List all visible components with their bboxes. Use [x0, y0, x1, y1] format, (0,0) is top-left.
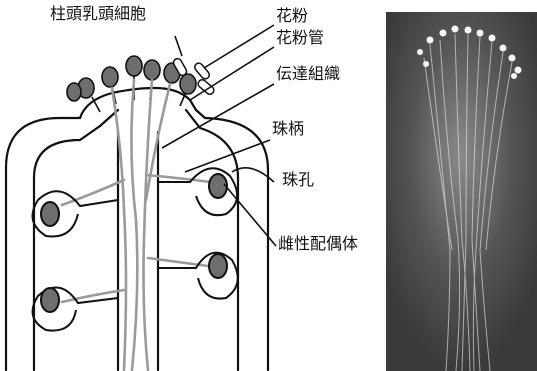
- pollen-tubes: [62, 80, 210, 370]
- leader-lines: [162, 25, 276, 246]
- ovule-right-lower: [158, 253, 238, 299]
- label-female-gametophyte: 雌性配偶体: [278, 236, 358, 252]
- label-pollen: 花粉: [276, 8, 308, 24]
- label-pollen-tube: 花粉管: [276, 30, 324, 46]
- label-funiculus: 珠柄: [272, 121, 304, 137]
- label-transmitting-tissue: 伝達組織: [276, 66, 340, 82]
- label-stigma-papilla: 柱頭乳頭細胞: [50, 6, 146, 22]
- fluorescence-micrograph: [386, 12, 537, 371]
- ovule-right-upper: [158, 168, 237, 215]
- label-micropyle: 珠孔: [282, 172, 314, 188]
- ovule-left-upper: [33, 191, 118, 236]
